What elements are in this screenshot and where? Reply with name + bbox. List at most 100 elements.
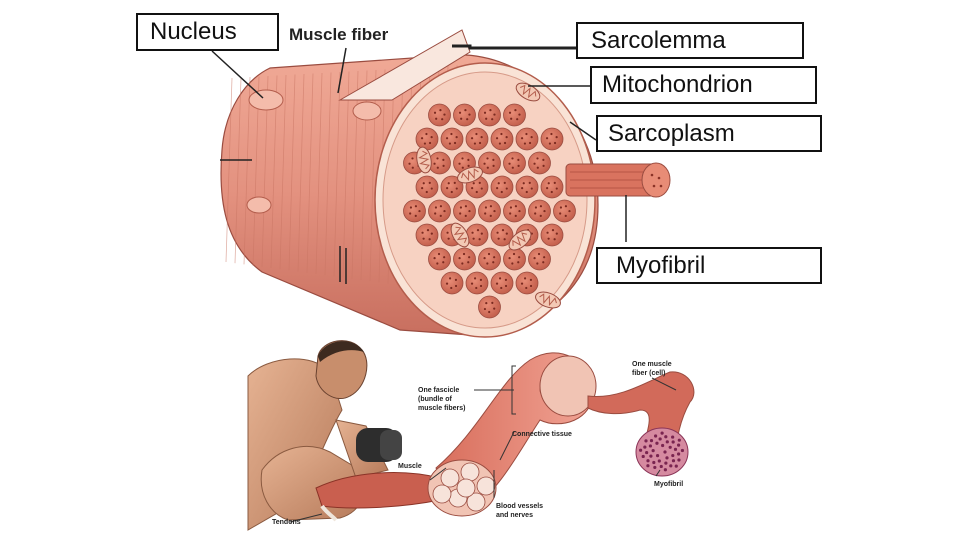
myofibril-circle [478,247,501,271]
myofilament-dot [493,307,496,310]
myofilament-dot [437,252,441,256]
myofibril-dot [660,431,664,435]
myofilament-dot [516,118,519,121]
myofilament-dot [445,282,449,285]
one-muscle-fiber-label-1: One muscle [632,361,672,368]
myofilament-dot [464,214,467,217]
myofilament-dot [518,256,521,259]
striation-line [234,77,242,264]
myofibril-circle [503,247,526,271]
myofilament-dot [485,117,488,120]
myofilament-dot [533,162,536,165]
myofilament-dot [430,136,433,139]
myofilament-dot [483,162,486,165]
myofilament-dot [442,158,445,161]
myofilament-dot [545,137,549,140]
myofilament-dot [442,164,445,167]
myofilament-dot [546,231,549,234]
myofilament-dot [503,238,506,241]
lower-leader-lines [289,365,677,523]
myofilament-dot [464,205,468,208]
myofilament-dot [480,136,483,139]
myofilament-dot [479,278,483,282]
myofibril-dot [657,459,661,463]
mitochondrion-crista [512,232,528,247]
myofilament-dot [491,301,494,304]
myofibril-dot [663,450,667,454]
myofilament-dot [461,262,464,265]
myofilament-dot [497,237,500,240]
sarcoplasm-label: Sarcoplasm [596,115,822,152]
myofilament-dot [537,252,541,256]
myofilament-dot [542,261,545,264]
myofilament-dot [486,157,489,160]
myofibril-dot [638,448,643,452]
myofibril-circle [528,199,551,223]
myofibril-dot [671,440,675,444]
striation-line [225,77,233,263]
tendons-label: Tendons [272,519,301,526]
striation-line [243,76,251,265]
myofilament-dot [553,141,557,145]
myofibril-circle [478,103,501,127]
sarcolemma-label: Sarcolemma [576,22,804,59]
mitochondrion-shell [450,222,470,248]
myofibril-dot [673,447,678,451]
myofibril-circle [453,199,476,223]
myofilament-dot [441,118,444,121]
myofilament-dot [489,205,493,208]
myofilament-dot [478,181,481,184]
myofilament-dot [536,157,539,160]
myofilament-dot [534,212,537,215]
myofilament-dot [517,164,520,167]
muscle-fiber-leader [337,47,347,94]
myofilament-dot [436,262,439,265]
myofibril-dot [665,440,669,444]
myofibril-dot [668,445,672,449]
dumbbell [356,428,402,462]
myofilament-dot [520,282,524,285]
myofilament-dot [497,182,500,185]
myofilament-dot [467,261,470,264]
mitochondrion-shell [508,229,532,251]
myofilament-dot [543,256,546,259]
fascicle-cell [432,484,452,504]
mitochondrion [508,229,532,251]
myofilament-dot [434,206,438,209]
myofilament-dot [443,113,446,116]
myofilament-dot [550,190,553,194]
myofilament-dot [530,136,533,139]
myofibril-dot [643,445,647,449]
striation-line [342,71,350,278]
myofibril-circle [478,295,501,319]
blood-vessels-label-1: Blood vessels [496,503,543,510]
myofilament-dot [467,158,470,161]
mitochondrion [457,166,483,184]
myofilament-dot [492,164,495,167]
lower-labels: One fascicle (bundle of muscle fibers) C… [272,361,683,526]
myofilament-dot [445,137,449,140]
myofilament-dot [480,232,483,235]
myofilament-dot [518,113,521,116]
myofibril-circle [465,223,489,247]
myofibril-dot [680,448,685,453]
myofilament-dot [480,187,483,190]
myofilament-dot [468,209,471,213]
myofilament-dot [514,214,517,217]
myofilament-dot [548,142,552,145]
myofilament-dot [546,187,549,190]
myofilament-dot [511,157,514,160]
myofibril-circle [553,199,576,223]
myofilament-dot [458,162,461,165]
myofilament-dot [523,142,527,145]
myofibril-circle [515,175,539,199]
myofibril-circle [428,151,451,175]
myofilament-dot [458,111,462,114]
myofilament-dot [409,212,412,215]
myofilament-dot [478,141,482,145]
myofibril-dot [659,464,663,469]
myofilament-dot [475,190,478,194]
myofilament-dot [528,181,531,184]
